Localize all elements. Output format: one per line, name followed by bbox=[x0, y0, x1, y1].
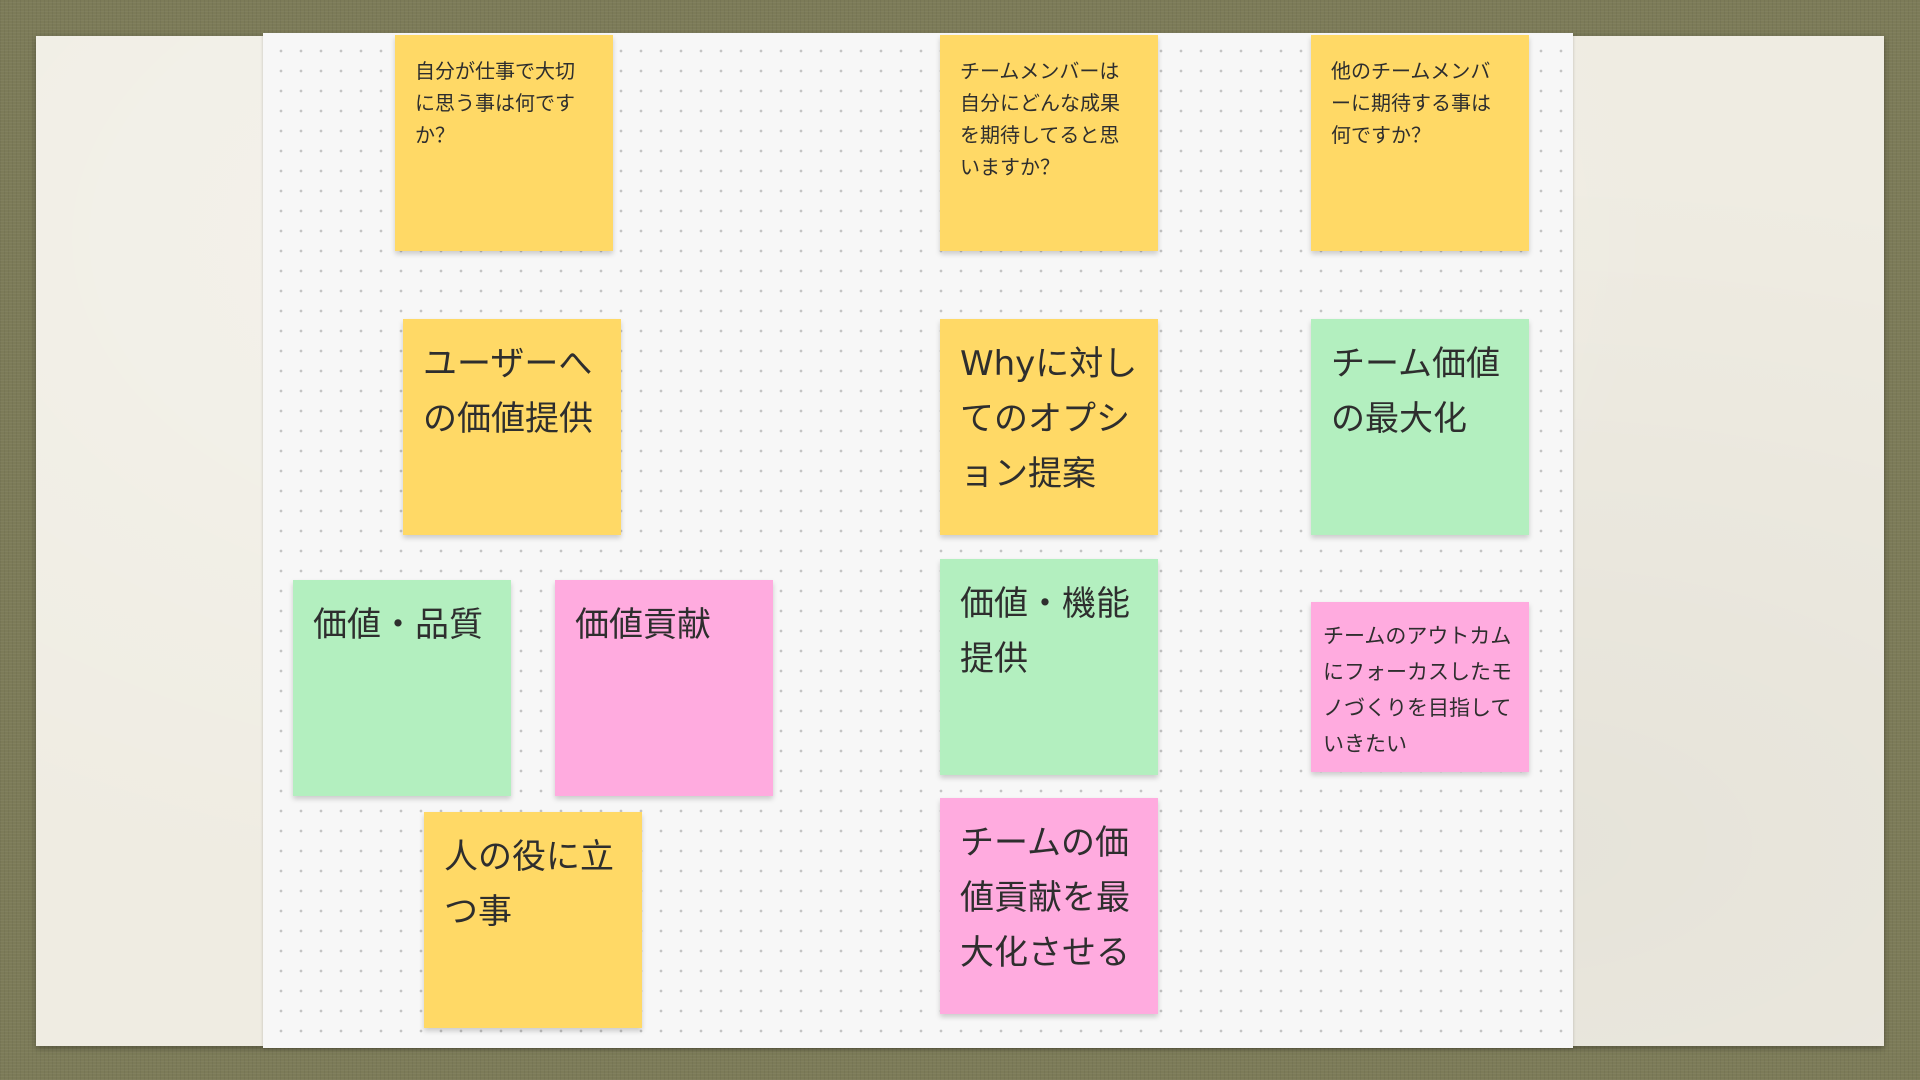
sticky-note-value-contribution[interactable]: 価値貢献 bbox=[555, 580, 773, 796]
sticky-note-helping-people[interactable]: 人の役に立つ事 bbox=[424, 812, 642, 1028]
sticky-note-text: Whyに対してのオプション提案 bbox=[960, 344, 1138, 494]
sticky-note-team-outcome[interactable]: チームのアウトカムにフォーカスしたモノづくりを目指していきたい bbox=[1311, 602, 1529, 772]
sticky-note-text: チームの価値貢献を最大化させる bbox=[960, 823, 1130, 973]
sticky-note-question-3[interactable]: 他のチームメンバーに期待する事は何ですか？ bbox=[1311, 35, 1529, 251]
sticky-note-why-options[interactable]: Whyに対してのオプション提案 bbox=[940, 319, 1158, 535]
sticky-note-text: 人の役に立つ事 bbox=[444, 837, 614, 932]
sticky-note-text: チーム価値の最大化 bbox=[1331, 344, 1500, 439]
sticky-note-user-value[interactable]: ユーザーへの価値提供 bbox=[403, 319, 621, 535]
sticky-note-team-value[interactable]: チーム価値の最大化 bbox=[1311, 319, 1529, 535]
whiteboard-canvas[interactable]: 自分が仕事で大切に思う事は何ですか？ チームメンバーは自分にどんな成果を期待して… bbox=[263, 33, 1573, 1048]
sticky-note-team-contribution[interactable]: チームの価値貢献を最大化させる bbox=[940, 798, 1158, 1014]
sticky-note-question-1[interactable]: 自分が仕事で大切に思う事は何ですか？ bbox=[395, 35, 613, 251]
sticky-note-value-quality[interactable]: 価値・品質 bbox=[293, 580, 511, 796]
sticky-note-text: 価値・品質 bbox=[313, 605, 483, 645]
sticky-note-text: 自分が仕事で大切に思う事は何ですか？ bbox=[415, 59, 575, 147]
sticky-note-text: チームメンバーは自分にどんな成果を期待してると思いますか？ bbox=[960, 59, 1120, 179]
sticky-note-value-function[interactable]: 価値・機能提供 bbox=[940, 559, 1158, 775]
sticky-note-text: チームのアウトカムにフォーカスしたモノづくりを目指していきたい bbox=[1323, 624, 1512, 756]
sticky-note-text: 価値・機能提供 bbox=[960, 584, 1130, 679]
sticky-note-question-2[interactable]: チームメンバーは自分にどんな成果を期待してると思いますか？ bbox=[940, 35, 1158, 251]
sticky-note-text: 価値貢献 bbox=[575, 605, 711, 645]
sticky-note-text: 他のチームメンバーに期待する事は何ですか？ bbox=[1331, 59, 1491, 147]
sticky-note-text: ユーザーへの価値提供 bbox=[423, 344, 593, 439]
